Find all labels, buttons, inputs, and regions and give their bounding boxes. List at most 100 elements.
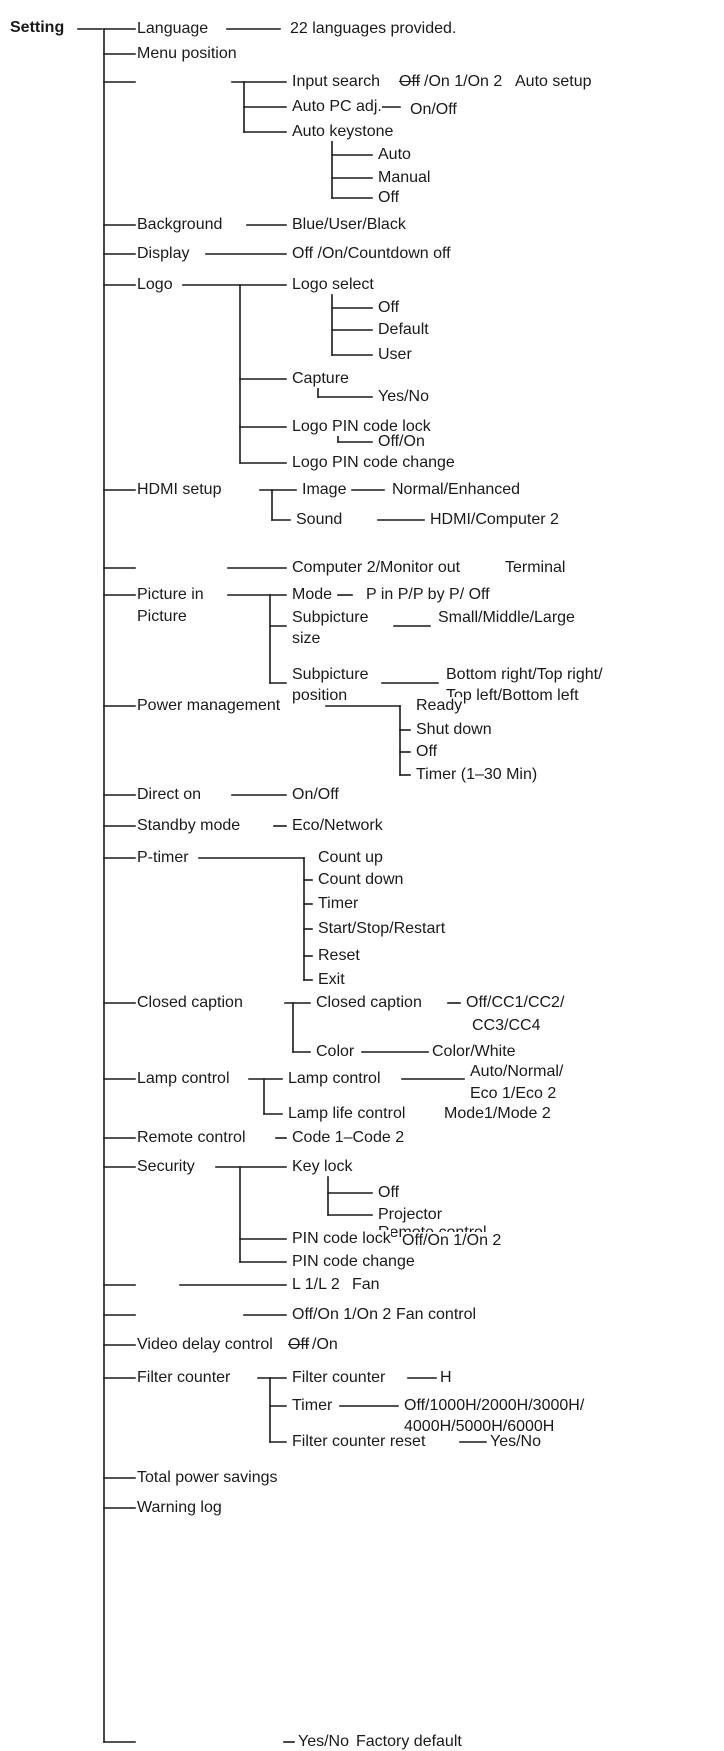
value-pin-lock: Off/On 1/On 2 bbox=[402, 1232, 502, 1250]
sub-capture: Capture bbox=[292, 370, 349, 388]
input-search-off-struck: Off bbox=[399, 73, 421, 91]
sub-hdmi-sound: Sound bbox=[296, 511, 343, 529]
item-factory-default: Factory default bbox=[356, 1733, 462, 1751]
item-standby-mode: Standby mode bbox=[137, 817, 241, 835]
sub-hdmi-image: Image bbox=[302, 481, 347, 499]
item-direct-on: Direct on bbox=[137, 786, 202, 804]
value-subpicture-pos-2: Top left/Bottom left bbox=[446, 687, 579, 705]
value-lamp-control-2: Eco 1/Eco 2 bbox=[470, 1085, 557, 1103]
value-video-delay: /On bbox=[312, 1336, 338, 1354]
value-filter-counter: H bbox=[440, 1369, 452, 1387]
value-display: Off /On/Countdown off bbox=[292, 245, 451, 263]
sub-logo-select: Logo select bbox=[292, 276, 374, 294]
option-reset: Reset bbox=[318, 947, 360, 965]
sub-fc-timer: Timer bbox=[292, 1397, 333, 1415]
value-lamp-life: Mode1/Mode 2 bbox=[444, 1105, 551, 1123]
value-fc-reset: Yes/No bbox=[490, 1433, 541, 1451]
value-lamp-control-1: Auto/Normal/ bbox=[470, 1063, 564, 1081]
sub-subpicture-size-1: Subpicture bbox=[292, 609, 369, 627]
item-terminal: Terminal bbox=[505, 559, 566, 577]
sub-logo-pin-change: Logo PIN code change bbox=[292, 454, 455, 472]
video-delay-off-struck: Off bbox=[288, 1336, 310, 1354]
root-label: Setting bbox=[10, 19, 65, 37]
sub-auto-pc-adj: Auto PC adj. bbox=[292, 98, 382, 116]
item-display: Display bbox=[137, 245, 190, 263]
sub-input-search: Input search bbox=[292, 73, 381, 91]
option-kl-off: Off bbox=[378, 1184, 400, 1202]
sub-pin-lock: PIN code lock bbox=[292, 1230, 391, 1248]
option-pm-off: Off bbox=[416, 743, 438, 761]
option-logo-default: Default bbox=[378, 321, 429, 339]
option-off: Off bbox=[378, 189, 400, 207]
option-pm-timer: Timer (1–30 Min) bbox=[416, 766, 538, 784]
sub-pip-mode: Mode bbox=[292, 586, 333, 604]
value-language: 22 languages provided. bbox=[290, 20, 457, 38]
option-auto: Auto bbox=[378, 146, 411, 164]
option-logo-off: Off bbox=[378, 299, 400, 317]
option-pt-timer: Timer bbox=[318, 895, 359, 913]
item-p-timer: P-timer bbox=[137, 849, 189, 867]
option-exit: Exit bbox=[318, 971, 345, 989]
value-hdmi-image: Normal/Enhanced bbox=[392, 481, 521, 499]
value-closed-caption-1: Off/CC1/CC2/ bbox=[466, 994, 565, 1012]
item-closed-caption: Closed caption bbox=[137, 994, 243, 1012]
item-total-power-savings: Total power savings bbox=[137, 1469, 278, 1487]
value-fan: L 1/L 2 bbox=[292, 1276, 340, 1294]
value-capture: Yes/No bbox=[378, 388, 429, 406]
value-hdmi-sound: HDMI/Computer 2 bbox=[430, 511, 559, 529]
sub-fc-reset: Filter counter reset bbox=[292, 1433, 426, 1451]
value-remote-control: Code 1–Code 2 bbox=[292, 1129, 405, 1147]
value-pip-mode: P in P/P by P/ Off bbox=[366, 586, 490, 604]
sub-key-lock: Key lock bbox=[292, 1158, 353, 1176]
value-subpicture-pos-1: Bottom right/Top right/ bbox=[446, 666, 603, 684]
value-fc-timer-2: 4000H/5000H/6000H bbox=[404, 1418, 555, 1436]
option-start-stop: Start/Stop/Restart bbox=[318, 920, 446, 938]
option-manual: Manual bbox=[378, 169, 431, 187]
item-video-delay: Video delay control bbox=[137, 1336, 273, 1354]
item-fan-control: Fan control bbox=[396, 1306, 477, 1324]
option-shut-down: Shut down bbox=[416, 721, 492, 739]
option-count-down: Count down bbox=[318, 871, 404, 889]
sub-subpicture-size-2: size bbox=[292, 630, 321, 648]
item-warning-log: Warning log bbox=[137, 1499, 222, 1517]
value-closed-caption-2: CC3/CC4 bbox=[472, 1017, 541, 1035]
sub-cc-color: Color bbox=[316, 1043, 355, 1061]
item-language: Language bbox=[137, 20, 209, 38]
item-pip-line2: Picture bbox=[137, 608, 187, 626]
item-fan: Fan bbox=[352, 1276, 380, 1294]
value-cc-color: Color/White bbox=[432, 1043, 516, 1061]
item-remote-control: Remote control bbox=[137, 1129, 246, 1147]
value-input-search: /On 1/On 2 bbox=[424, 73, 503, 91]
value-background: Blue/User/Black bbox=[292, 216, 406, 234]
item-pip-line1: Picture in bbox=[137, 586, 204, 604]
option-logo-user: User bbox=[378, 346, 412, 364]
item-menu-position: Menu position bbox=[137, 45, 237, 63]
sub-subpicture-pos-2: position bbox=[292, 687, 348, 705]
value-standby-mode: Eco/Network bbox=[292, 817, 383, 835]
item-lamp-control: Lamp control bbox=[137, 1070, 230, 1088]
option-count-up: Count up bbox=[318, 849, 383, 867]
item-security: Security bbox=[137, 1158, 195, 1176]
sub-lamp-control: Lamp control bbox=[288, 1070, 381, 1088]
sub-closed-caption: Closed caption bbox=[316, 994, 422, 1012]
value-subpicture-size: Small/Middle/Large bbox=[438, 609, 575, 627]
item-background: Background bbox=[137, 216, 223, 234]
item-hdmi-setup: HDMI setup bbox=[137, 481, 222, 499]
option-kl-projector: Projector bbox=[378, 1206, 443, 1224]
value-logo-pin-lock: Off/On bbox=[378, 433, 425, 451]
item-filter-counter: Filter counter bbox=[137, 1369, 231, 1387]
sub-subpicture-pos-1: Subpicture bbox=[292, 666, 369, 684]
value-fan-control: Off/On 1/On 2 bbox=[292, 1306, 392, 1324]
value-fc-timer-1: Off/1000H/2000H/3000H/ bbox=[404, 1397, 585, 1415]
sub-auto-keystone: Auto keystone bbox=[292, 123, 394, 141]
sub-pin-change: PIN code change bbox=[292, 1253, 415, 1271]
sub-filter-counter: Filter counter bbox=[292, 1369, 386, 1387]
item-logo: Logo bbox=[137, 276, 173, 294]
sub-logo-pin-lock: Logo PIN code lock bbox=[292, 418, 431, 436]
value-terminal: Computer 2/Monitor out bbox=[292, 559, 461, 577]
item-power-management: Power management bbox=[137, 697, 281, 715]
item-auto-setup: Auto setup bbox=[515, 73, 592, 91]
option-ready: Ready bbox=[416, 697, 463, 715]
sub-lamp-life: Lamp life control bbox=[288, 1105, 406, 1123]
